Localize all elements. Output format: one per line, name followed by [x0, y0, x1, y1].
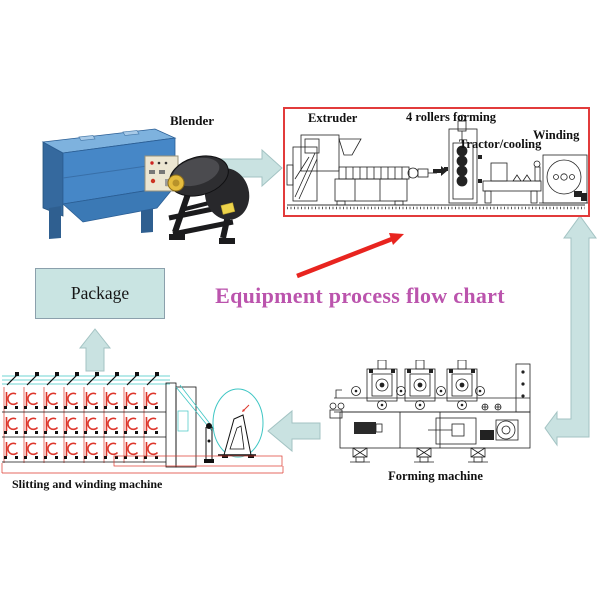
blender-machine-image [41, 128, 250, 244]
arrow-elbow-right-icon [544, 215, 597, 447]
package-label: Package [70, 283, 130, 303]
winding-label: Winding [533, 128, 580, 142]
arrow-slitting-to-package-icon [78, 328, 112, 372]
slitting-machine-label: Slitting and winding machine [12, 477, 163, 491]
winding-drawing [539, 154, 588, 204]
slitting-winding-machine-drawing [1, 371, 284, 474]
extrusion-line-box: Extruder 4 rollers forming Tractor/cooli… [283, 107, 590, 217]
package-box: Package [35, 268, 165, 319]
tractor-cooling-label: Tractor/cooling [459, 137, 542, 151]
extruder-drawing [286, 134, 437, 206]
red-callout-arrow-icon [296, 233, 404, 279]
extrusion-line-drawing [286, 114, 588, 210]
blender-label: Blender [170, 113, 215, 128]
blender-motor-assembly [165, 155, 250, 244]
extruder-label: Extruder [308, 111, 358, 125]
arrow-forming-to-slitting-icon [267, 409, 321, 453]
page-title: Equipment process flow chart [215, 283, 505, 308]
rollers-forming-label: 4 rollers forming [406, 110, 497, 124]
four-rollers-drawing [433, 114, 482, 204]
tractor-cooling-drawing [482, 160, 542, 204]
forming-machine-label: Forming machine [388, 469, 483, 483]
forming-machine-drawing [329, 360, 531, 463]
